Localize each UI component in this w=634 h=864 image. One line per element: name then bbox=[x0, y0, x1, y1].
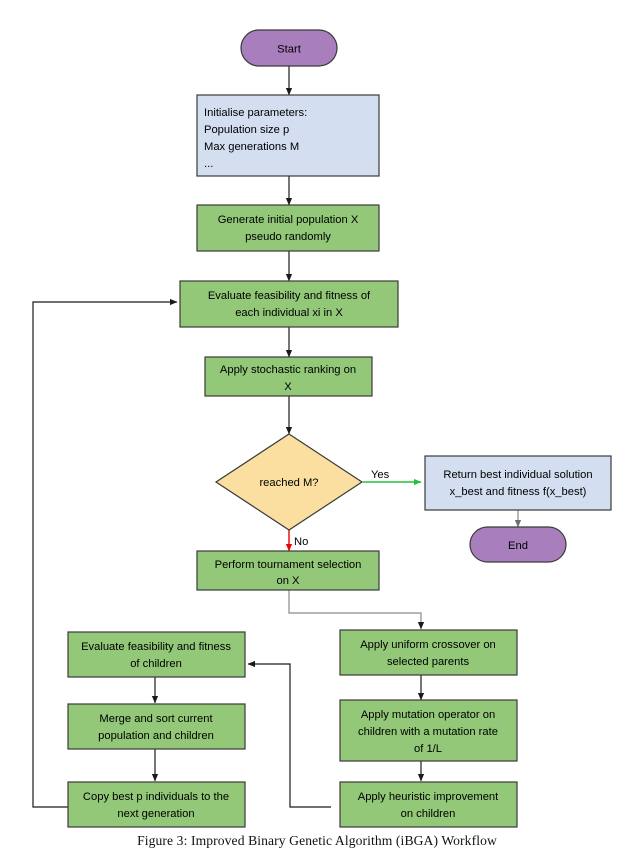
edge-heuristic-to-evaluate-children bbox=[247, 660, 331, 808]
connectors bbox=[32, 66, 522, 808]
heuristic-improvement-shape bbox=[339, 781, 518, 828]
mutation-operator-line-2: children with a mutation rate bbox=[358, 726, 498, 738]
evaluate-population-shape bbox=[179, 280, 399, 328]
end-label: End bbox=[508, 540, 528, 552]
stochastic-ranking-line-2: X bbox=[284, 381, 292, 393]
node-uniform-crossover[interactable]: Apply uniform crossover on selected pare… bbox=[339, 629, 518, 676]
decision-shape bbox=[214, 433, 364, 531]
node-init-params[interactable]: Initialise parameters: Population size p… bbox=[196, 94, 380, 177]
evaluate-children-line-2: of children bbox=[130, 658, 182, 670]
stochastic-ranking-line-1: Apply stochastic ranking on bbox=[220, 364, 356, 376]
start-shape bbox=[240, 29, 338, 67]
edge-label-no: No bbox=[294, 536, 308, 548]
node-end[interactable]: End bbox=[469, 526, 567, 563]
node-copy-best[interactable]: Copy best p individuals to the next gene… bbox=[67, 781, 246, 828]
node-tournament-selection[interactable]: Perform tournament selection on X bbox=[196, 550, 380, 591]
node-generate-population[interactable]: Generate initial population X pseudo ran… bbox=[196, 204, 380, 252]
evaluate-children-shape bbox=[67, 631, 246, 678]
init-params-line-2: Population size p bbox=[204, 124, 289, 136]
heuristic-improvement-line-2: on children bbox=[401, 808, 456, 820]
uniform-crossover-shape bbox=[339, 629, 518, 676]
init-params-line-1: Initialise parameters: bbox=[204, 107, 307, 119]
evaluate-children-line-1: Evaluate feasibility and fitness bbox=[81, 641, 231, 653]
return-best-line-1: Return best individual solution bbox=[443, 469, 592, 481]
merge-sort-line-1: Merge and sort current bbox=[99, 713, 213, 725]
init-params-line-3: Max generations M bbox=[204, 141, 299, 153]
tournament-selection-line-1: Perform tournament selection bbox=[215, 559, 362, 571]
uniform-crossover-line-1: Apply uniform crossover on bbox=[360, 639, 496, 651]
edge-copy-to-evaluate-population-loop bbox=[32, 298, 178, 808]
mutation-operator-shape bbox=[339, 699, 518, 762]
mutation-operator-line-1: Apply mutation operator on bbox=[361, 709, 495, 721]
node-mutation-operator[interactable]: Apply mutation operator on children with… bbox=[339, 699, 518, 762]
node-heuristic-improvement[interactable]: Apply heuristic improvement on children bbox=[339, 781, 518, 828]
uniform-crossover-line-2: selected parents bbox=[387, 656, 469, 668]
copy-best-line-2: next generation bbox=[117, 808, 194, 820]
node-evaluate-population[interactable]: Evaluate feasibility and fitness of each… bbox=[179, 280, 399, 328]
generate-population-shape bbox=[196, 204, 380, 252]
init-params-shape bbox=[196, 94, 380, 177]
heuristic-improvement-line-1: Apply heuristic improvement bbox=[358, 791, 499, 803]
node-start[interactable]: Start bbox=[240, 29, 338, 67]
init-params-line-4: ... bbox=[204, 158, 213, 170]
node-return-best[interactable]: Return best individual solution x_best a… bbox=[424, 455, 612, 511]
stochastic-ranking-shape bbox=[204, 356, 373, 397]
generate-population-line-1: Generate initial population X bbox=[218, 214, 359, 226]
tournament-selection-shape bbox=[196, 550, 380, 591]
figure-caption: Figure 3: Improved Binary Genetic Algori… bbox=[137, 833, 497, 848]
evaluate-population-line-1: Evaluate feasibility and fitness of bbox=[208, 290, 371, 302]
merge-sort-line-2: population and children bbox=[98, 730, 214, 742]
edge-tournament-to-crossover bbox=[288, 585, 425, 630]
start-label: Start bbox=[277, 44, 302, 56]
copy-best-shape bbox=[67, 781, 246, 828]
end-shape bbox=[469, 526, 567, 563]
node-stochastic-ranking[interactable]: Apply stochastic ranking on X bbox=[204, 356, 373, 397]
edge-label-yes: Yes bbox=[371, 469, 390, 481]
mutation-operator-line-3: of 1/L bbox=[414, 743, 442, 755]
copy-best-line-1: Copy best p individuals to the bbox=[83, 791, 229, 803]
tournament-selection-line-2: on X bbox=[276, 575, 300, 587]
decision-label: reached M? bbox=[259, 477, 318, 489]
return-best-line-2: x_best and fitness f(x_best) bbox=[450, 486, 587, 498]
node-evaluate-children[interactable]: Evaluate feasibility and fitness of chil… bbox=[67, 631, 246, 678]
evaluate-population-line-2: each individual xi in X bbox=[235, 307, 343, 319]
generate-population-line-2: pseudo randomly bbox=[245, 231, 331, 243]
merge-sort-shape bbox=[67, 703, 246, 750]
node-decision-reached-m[interactable]: reached M? bbox=[214, 433, 364, 531]
return-best-shape bbox=[424, 455, 612, 511]
node-merge-sort[interactable]: Merge and sort current population and ch… bbox=[67, 703, 246, 750]
